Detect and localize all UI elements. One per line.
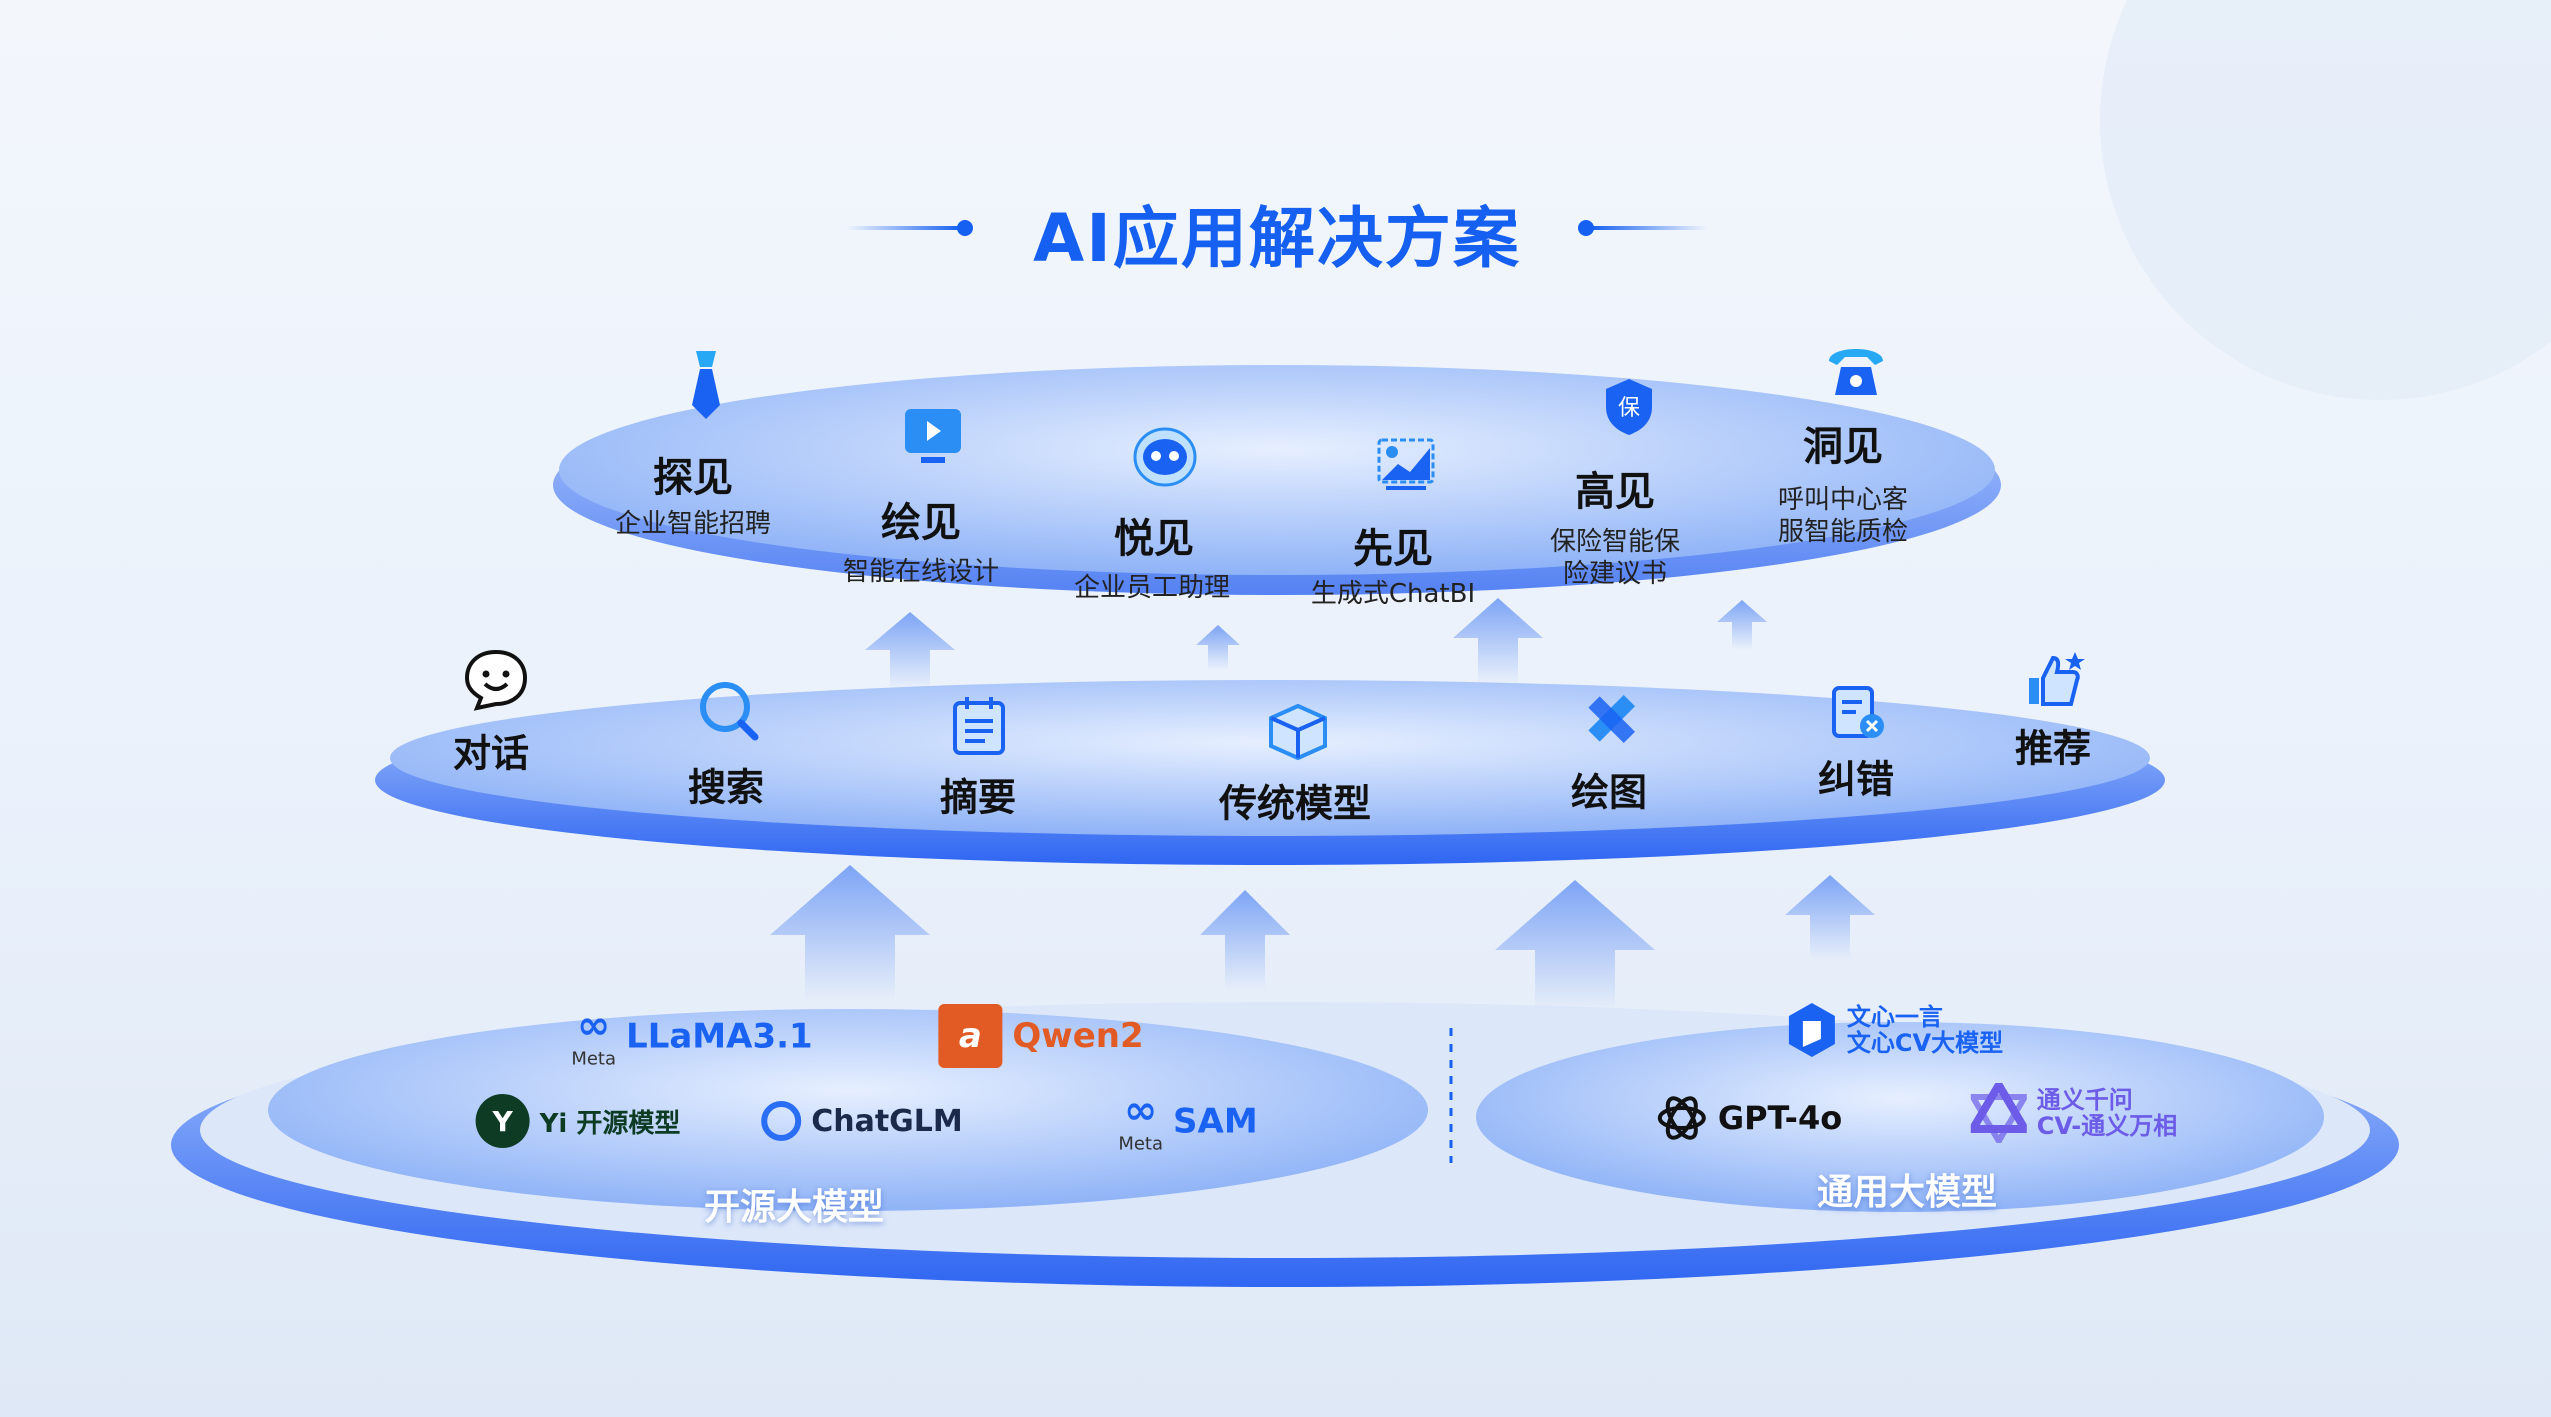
middle-item-label: 搜索 [687, 765, 765, 810]
chart-image-icon [1377, 438, 1435, 490]
wenxin-line: 文心一言 [1846, 1003, 1943, 1031]
smile-chat-icon [464, 649, 528, 711]
wenxin-line: 文心CV大模型 [1846, 1029, 2004, 1057]
notepad-icon [953, 697, 1005, 755]
tongyi-icon [1970, 1083, 2027, 1143]
thumbs-up-icon [2029, 652, 2085, 706]
middle-item-label: 对话 [452, 731, 530, 776]
alibaba-icon: a [938, 1004, 1003, 1068]
gpt-text: GPT-4o [1717, 1099, 1843, 1137]
telephone-icon [1829, 349, 1883, 395]
tongyi-line: 通义千问 [2036, 1086, 2133, 1114]
meta-infinity-icon: ∞ [1124, 1087, 1158, 1134]
openai-icon [1657, 1096, 1706, 1140]
desc-line: 呼叫中心客 [1777, 485, 1909, 515]
shield-icon: 保 [1606, 379, 1652, 435]
middle-item-label: 摘要 [939, 775, 1017, 820]
document-error-icon [1832, 686, 1884, 738]
sam-text: SAM [1173, 1101, 1258, 1141]
top-item-desc: 智能在线设计 [842, 557, 1000, 587]
chatglm-icon [761, 1101, 802, 1141]
middle-item-label: 纠错 [1817, 757, 1895, 802]
top-item-title: 悦见 [1114, 516, 1194, 562]
qwen-text: Qwen2 [1012, 1016, 1144, 1056]
svg-text:保: 保 [1618, 396, 1640, 421]
robot-icon [1133, 427, 1197, 487]
tongyi-line: CV-通义万相 [2036, 1112, 2178, 1140]
yi-icon: Y [475, 1094, 530, 1148]
meta-text: Meta [1118, 1133, 1164, 1155]
desc-line: 险建议书 [1562, 559, 1668, 589]
tie-icon [692, 351, 720, 419]
wenxin-text: 文心一言文心CV大模型 [1847, 1004, 2003, 1056]
pencil-ruler-icon [1588, 694, 1636, 744]
top-item-desc: 保险智能保险建议书 [1550, 526, 1680, 590]
wenxin-icon [1788, 1003, 1835, 1057]
chatglm-text: ChatGLM [811, 1103, 963, 1139]
wenxin-logo: 文心一言文心CV大模型 [1787, 1001, 2003, 1059]
top-item-desc: 企业智能招聘 [614, 509, 772, 539]
search-icon [700, 682, 759, 741]
yi-logo: Y Yi 开源模型 [475, 1094, 681, 1148]
middle-item-label: 推荐 [2014, 726, 2092, 771]
video-screen-icon [905, 409, 961, 463]
cube-icon [1269, 703, 1327, 761]
gpt-logo: GPT-4o [1656, 1092, 1842, 1144]
top-item-desc: 呼叫中心客服智能质检 [1778, 484, 1908, 548]
llama-text: LLaMA3.1 [626, 1016, 813, 1056]
meta-logo: ∞Meta [571, 1003, 616, 1070]
chatglm-logo: ChatGLM [761, 1101, 963, 1141]
general-model-label: 通用大模型 [1816, 1172, 1998, 1213]
middle-item-label: 绘图 [1570, 770, 1648, 815]
meta-text: Meta [571, 1048, 617, 1070]
top-item-title: 绘见 [881, 500, 961, 546]
llama-logo: ∞Meta LLaMA3.1 [571, 1003, 812, 1070]
top-item-desc: 生成式ChatBI [1310, 579, 1476, 609]
yi-text: Yi 开源模型 [539, 1108, 681, 1139]
open-source-label: 开源大模型 [703, 1187, 885, 1228]
top-item-title: 先见 [1353, 526, 1433, 572]
page-title: AI应用解决方案 [1033, 200, 1521, 277]
top-item-title: 高见 [1575, 469, 1655, 515]
desc-line: 保险智能保 [1549, 527, 1681, 557]
meta-logo: ∞Meta [1118, 1088, 1163, 1155]
sam-logo: ∞Meta SAM [1118, 1088, 1257, 1155]
top-item-desc: 企业员工助理 [1073, 573, 1231, 603]
meta-infinity-icon: ∞ [577, 1002, 611, 1049]
middle-item-label: 传统模型 [1218, 781, 1372, 826]
top-item-title: 洞见 [1803, 424, 1883, 470]
desc-line: 服智能质检 [1777, 517, 1909, 547]
top-item-title: 探见 [653, 455, 733, 501]
